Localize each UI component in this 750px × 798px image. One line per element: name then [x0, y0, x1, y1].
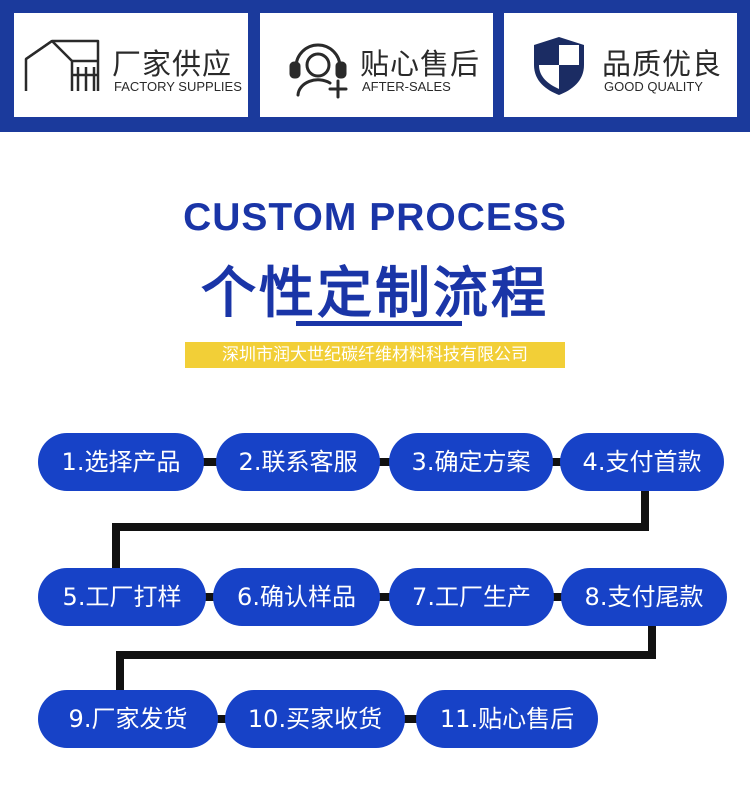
- feature-title: 贴心售后: [360, 47, 481, 81]
- feature-card-factory: 厂家供应 FACTORY SUPPLIES: [14, 13, 248, 117]
- process-step-8: 8.支付尾款: [561, 568, 727, 626]
- headset-support-icon: [289, 43, 348, 99]
- process-step-9: 9.厂家发货: [38, 690, 218, 748]
- feature-subtitle: GOOD QUALITY: [604, 79, 703, 94]
- process-step-5: 5.工厂打样: [38, 568, 206, 626]
- feature-card-after-sales: 贴心售后 AFTER-SALES: [260, 13, 493, 117]
- page-title-en: CUSTOM PROCESS: [183, 196, 567, 239]
- feature-title: 厂家供应: [112, 47, 233, 81]
- process-step-11: 11.贴心售后: [416, 690, 598, 748]
- process-step-4: 4.支付首款: [560, 433, 724, 491]
- feature-banner: 厂家供应 FACTORY SUPPLIES 贴心售后 AFTER-SALES 品…: [0, 0, 750, 132]
- process-step-7: 7.工厂生产: [389, 568, 554, 626]
- factory-icon: [24, 39, 100, 91]
- feature-subtitle: AFTER-SALES: [362, 79, 451, 94]
- company-name: 深圳市润大世纪碳纤维材料科技有限公司: [185, 342, 565, 368]
- process-step-6: 6.确认样品: [213, 568, 380, 626]
- process-step-2: 2.联系客服: [216, 433, 380, 491]
- process-step-10: 10.买家收货: [225, 690, 405, 748]
- title-underline: [296, 321, 462, 326]
- feature-card-quality: 品质优良 GOOD QUALITY: [504, 13, 737, 117]
- page-title-cn: 个性定制流程: [200, 261, 549, 325]
- shield-icon: [534, 37, 584, 95]
- process-step-1: 1.选择产品: [38, 433, 204, 491]
- feature-title: 品质优良: [602, 47, 723, 81]
- process-step-3: 3.确定方案: [389, 433, 553, 491]
- feature-subtitle: FACTORY SUPPLIES: [114, 79, 242, 94]
